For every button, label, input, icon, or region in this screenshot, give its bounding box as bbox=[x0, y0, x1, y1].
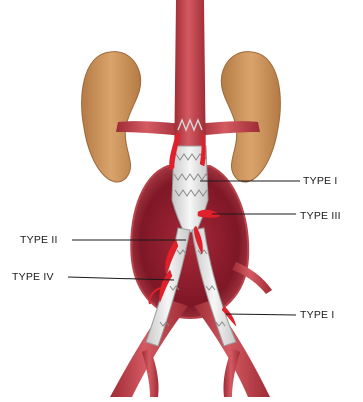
label-type-iv: TYPE IV bbox=[12, 271, 54, 283]
leader-type-i-lower bbox=[226, 314, 296, 315]
label-type-i-upper: TYPE I bbox=[303, 175, 337, 187]
left-renal-artery bbox=[116, 121, 184, 136]
left-kidney bbox=[82, 52, 141, 182]
label-type-ii: TYPE II bbox=[20, 234, 58, 246]
right-kidney bbox=[221, 52, 280, 182]
aorta bbox=[174, 0, 206, 170]
label-type-i-lower: TYPE I bbox=[300, 309, 334, 321]
label-type-iii: TYPE III bbox=[300, 210, 341, 222]
